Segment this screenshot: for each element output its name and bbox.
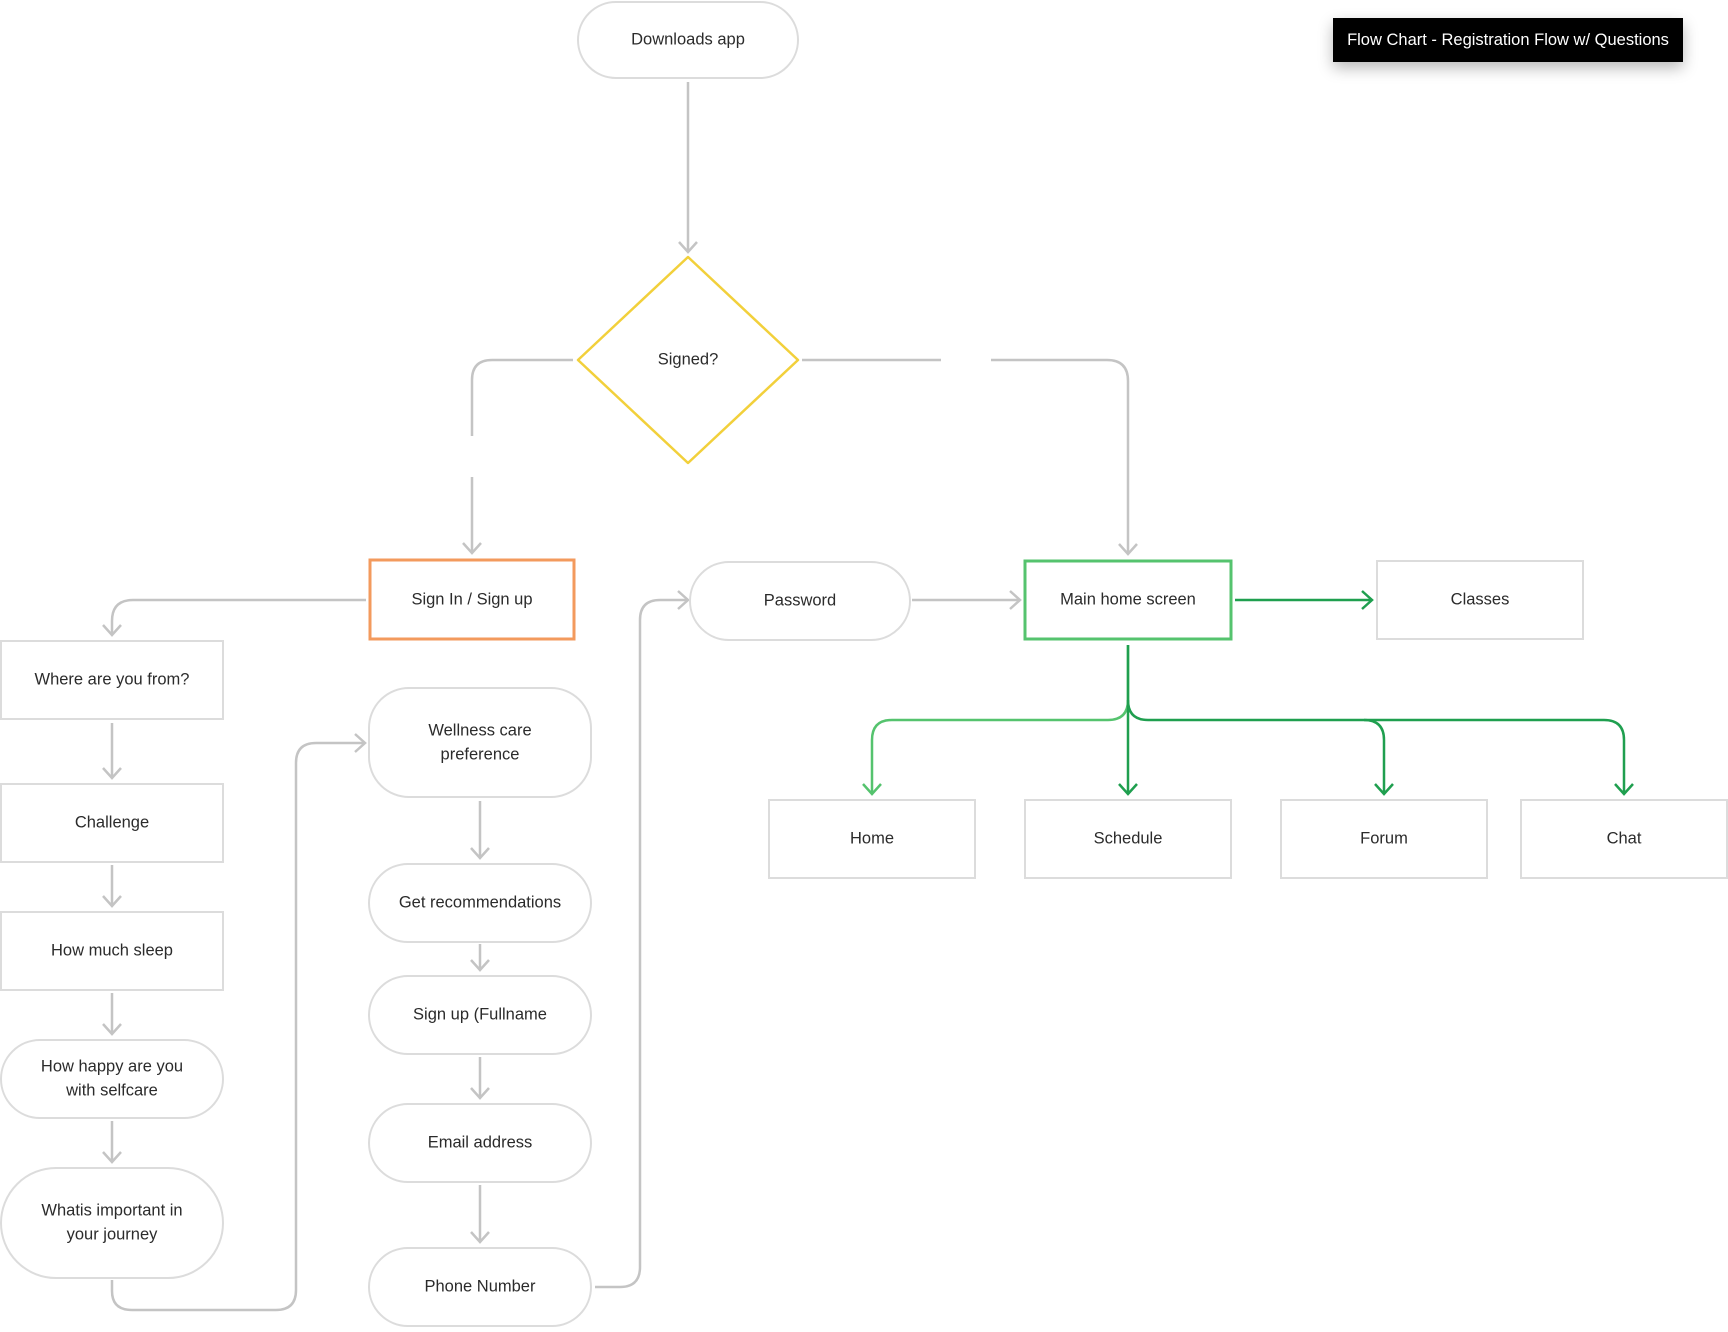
node-forum[interactable]: Forum	[1280, 799, 1488, 879]
node-important-label-line2: your journey	[67, 1225, 159, 1243]
node-sleep-label: How much sleep	[51, 941, 173, 959]
node-chat-label: Chat	[1607, 829, 1642, 847]
connector-phone-to-password	[595, 590, 690, 1289]
connector-main-to-home	[862, 645, 1130, 796]
node-how-happy[interactable]: How happy are you with selfcare	[0, 1039, 224, 1119]
node-happy-label-line2: with selfcare	[65, 1081, 158, 1099]
node-classes[interactable]: Classes	[1376, 560, 1584, 640]
node-schedule[interactable]: Schedule	[1024, 799, 1232, 879]
connector-main-to-chat	[1364, 718, 1634, 796]
node-wellness-label-line2: preference	[441, 745, 520, 763]
node-schedule-label: Schedule	[1094, 829, 1163, 847]
node-email-address[interactable]: Email address	[368, 1103, 592, 1183]
flowchart-title-badge: Flow Chart - Registration Flow w/ Questi…	[1333, 18, 1683, 62]
connector-signed-to-main-right	[991, 358, 1138, 556]
connector-signed-to-signin-upper	[470, 358, 573, 436]
connector-main-to-forum	[1126, 699, 1394, 796]
node-get-recommendations[interactable]: Get recommendations	[368, 863, 592, 943]
node-sign-in-sign-up[interactable]: Sign In / Sign up	[368, 558, 576, 641]
node-how-much-sleep[interactable]: How much sleep	[0, 911, 224, 991]
connectors	[102, 82, 1634, 1312]
node-where-are-you-from[interactable]: Where are you from?	[0, 640, 224, 720]
node-main-home-screen[interactable]: Main home screen	[1023, 559, 1233, 641]
node-sign-up-fullname[interactable]: Sign up (Fullname	[368, 975, 592, 1055]
node-challenge[interactable]: Challenge	[0, 783, 224, 863]
node-wellness-care[interactable]: Wellness care preference	[368, 687, 592, 798]
node-sign-in-label: Sign In / Sign up	[411, 590, 532, 608]
connector-signin-to-where	[102, 598, 366, 637]
node-forum-label: Forum	[1360, 829, 1408, 847]
node-signed-decision[interactable]: Signed?	[576, 255, 800, 465]
node-main-home-label: Main home screen	[1060, 590, 1196, 608]
node-challenge-label: Challenge	[75, 813, 149, 831]
node-classes-label: Classes	[1451, 590, 1510, 608]
node-what-is-important[interactable]: Whatis important in your journey	[0, 1167, 224, 1279]
node-fullname-label: Sign up (Fullname	[413, 1005, 547, 1023]
node-important-label-line1: Whatis important in	[41, 1201, 182, 1219]
node-happy-label-line1: How happy are you	[41, 1057, 183, 1075]
node-chat[interactable]: Chat	[1520, 799, 1728, 879]
node-home[interactable]: Home	[768, 799, 976, 879]
node-phone-number[interactable]: Phone Number	[368, 1247, 592, 1327]
node-where-from-label: Where are you from?	[35, 670, 190, 688]
node-password-label: Password	[764, 591, 836, 609]
flowchart-title-text: Flow Chart - Registration Flow w/ Questi…	[1347, 30, 1669, 49]
node-recommendations-label: Get recommendations	[399, 893, 561, 911]
connector-important-to-wellness	[110, 733, 367, 1312]
node-wellness-label-line1: Wellness care	[428, 721, 531, 739]
node-password[interactable]: Password	[689, 561, 911, 641]
node-downloads-app-label: Downloads app	[631, 30, 745, 48]
node-downloads-app[interactable]: Downloads app	[577, 1, 799, 79]
node-email-label: Email address	[428, 1133, 533, 1151]
node-signed-label: Signed?	[658, 350, 719, 368]
node-phone-label: Phone Number	[425, 1277, 536, 1295]
node-home-label: Home	[850, 829, 894, 847]
